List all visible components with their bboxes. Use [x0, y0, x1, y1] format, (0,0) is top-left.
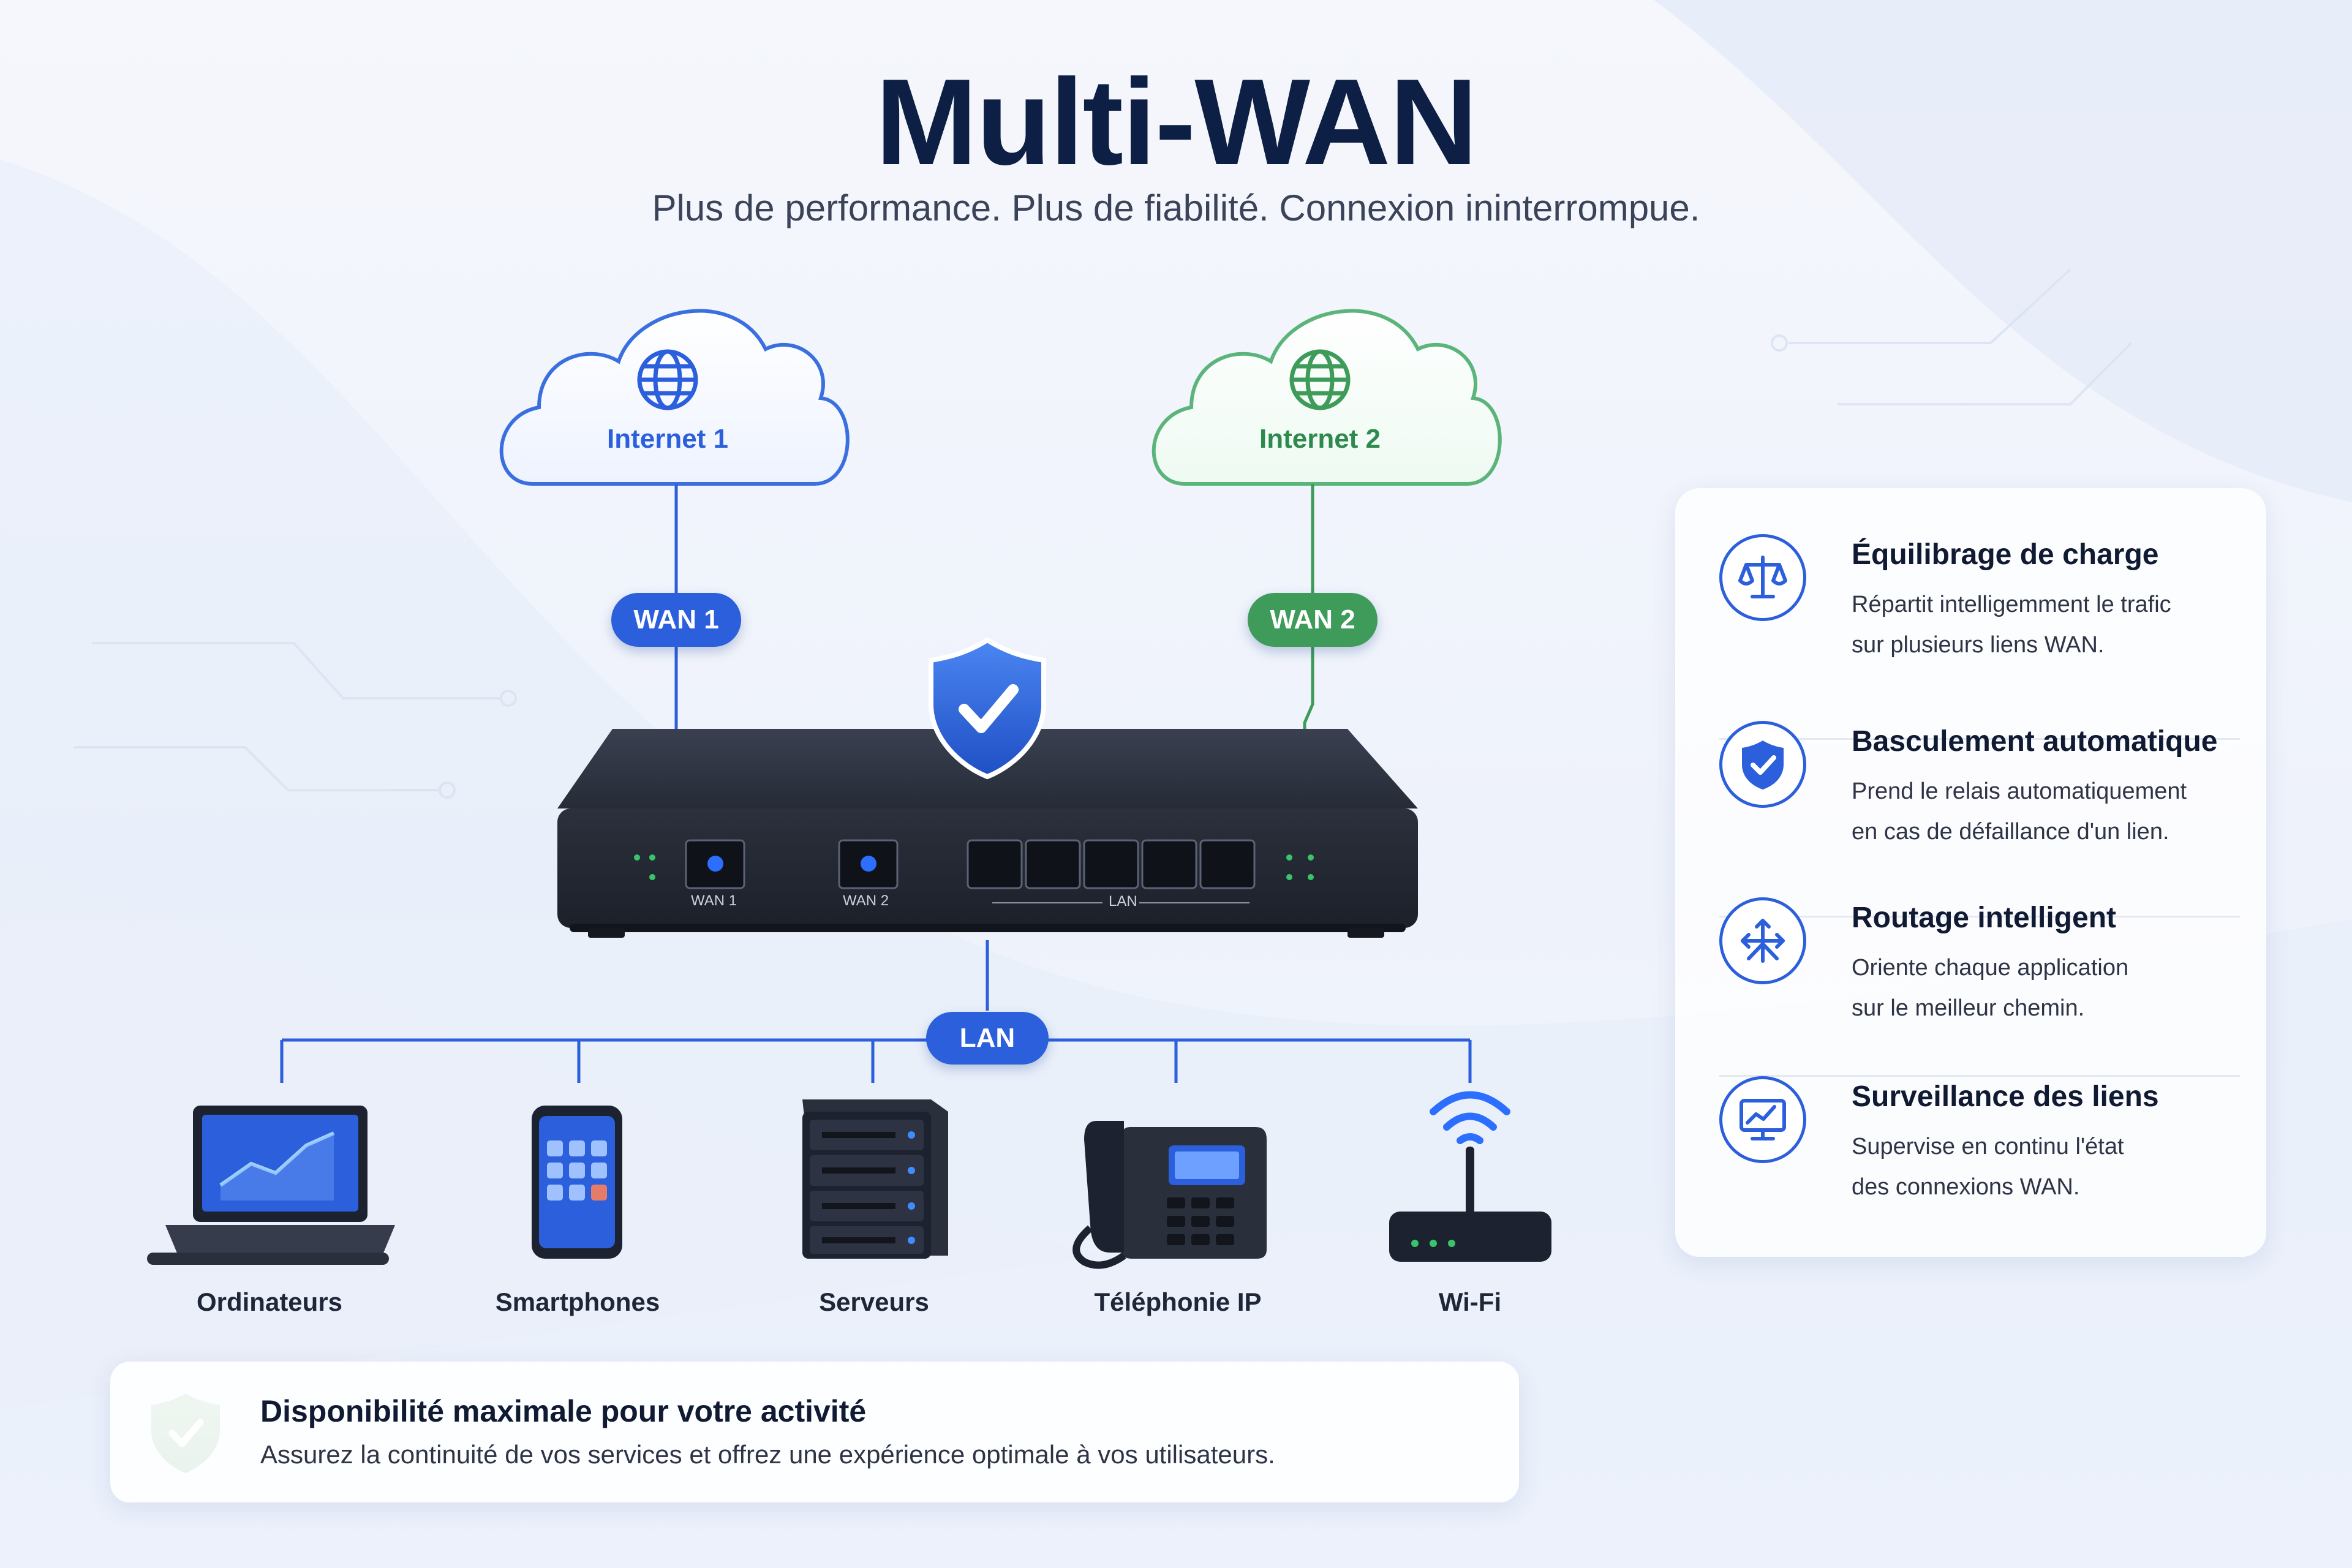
availability-banner: Disponibilité maximale pour votre activi…: [110, 1362, 1519, 1502]
device-label-computers: Ordinateurs: [196, 1287, 343, 1316]
feature-title: Équilibrage de charge: [1852, 538, 2159, 571]
feature-divider: [1719, 1075, 2240, 1077]
feature-divider: [1719, 916, 2240, 918]
feature-title: Surveillance des liens: [1852, 1080, 2159, 1113]
feature-description: Oriente chaque application sur le meille…: [1852, 955, 2129, 1021]
internet-1-label: Internet 1: [606, 424, 729, 454]
banner-description: Assurez la continuité de vos services et…: [260, 1440, 1275, 1469]
ip-phone-icon: [1072, 1121, 1267, 1269]
page-title: Multi-WAN: [875, 54, 1478, 190]
globe-icon: [1289, 349, 1351, 410]
feature-description: Prend le relais automatiquement en cas d…: [1852, 778, 2187, 845]
feature-description: Répartit intelligemment le trafic sur pl…: [1852, 592, 2171, 658]
shield-check-icon: [1719, 721, 1806, 808]
feature-load-balancing: Équilibrage de charge Répartit intellige…: [1675, 534, 2266, 740]
monitor-chart-icon: [1719, 1076, 1806, 1163]
feature-divider: [1719, 738, 2240, 740]
balance-scale-icon: [1719, 534, 1806, 621]
feature-title: Basculement automatique: [1852, 725, 2218, 758]
device-label-smartphones: Smartphones: [495, 1287, 660, 1316]
page-subtitle: Plus de performance. Plus de fiabilité. …: [652, 187, 1700, 228]
lan-badge: LAN: [926, 1012, 1049, 1065]
wan2-port-label: WAN 2: [843, 892, 889, 909]
laptop-icon: [147, 1106, 395, 1265]
lan-tree: [280, 940, 1472, 1083]
lan-ports: [967, 839, 1256, 889]
internet-1-cloud: [499, 309, 850, 486]
feature-failover: Basculement automatique Prend le relais …: [1675, 721, 2266, 918]
wan2-port: [838, 839, 899, 889]
server-icon: [802, 1099, 948, 1259]
routing-arrows-icon: [1719, 897, 1806, 984]
feature-title: Routage intelligent: [1852, 902, 2116, 934]
feature-link-monitoring: Surveillance des liens Supervise en cont…: [1675, 1076, 2266, 1254]
wan1-port: [685, 839, 745, 889]
internet-2-label: Internet 2: [1259, 424, 1381, 454]
wan1-badge: WAN 1: [611, 593, 741, 647]
wan1-port-label: WAN 1: [691, 892, 737, 909]
device-label-ip-telephony: Téléphonie IP: [1094, 1287, 1262, 1316]
feature-description: Supervise en continu l'état des connexio…: [1852, 1134, 2124, 1200]
lan-port-label: LAN: [1109, 893, 1137, 910]
globe-icon: [637, 349, 698, 410]
device-label-servers: Serveurs: [819, 1287, 929, 1316]
internet-2-cloud: [1152, 309, 1502, 486]
shield-check-icon: [929, 637, 1046, 780]
smartphone-icon: [532, 1106, 622, 1259]
wan2-badge: WAN 2: [1248, 593, 1378, 647]
banner-title: Disponibilité maximale pour votre activi…: [260, 1394, 867, 1428]
device-label-wifi: Wi-Fi: [1438, 1287, 1502, 1316]
wifi-router-icon: [1389, 1091, 1551, 1262]
features-panel: Équilibrage de charge Répartit intellige…: [1675, 488, 2266, 1257]
feature-smart-routing: Routage intelligent Oriente chaque appli…: [1675, 897, 2266, 1077]
